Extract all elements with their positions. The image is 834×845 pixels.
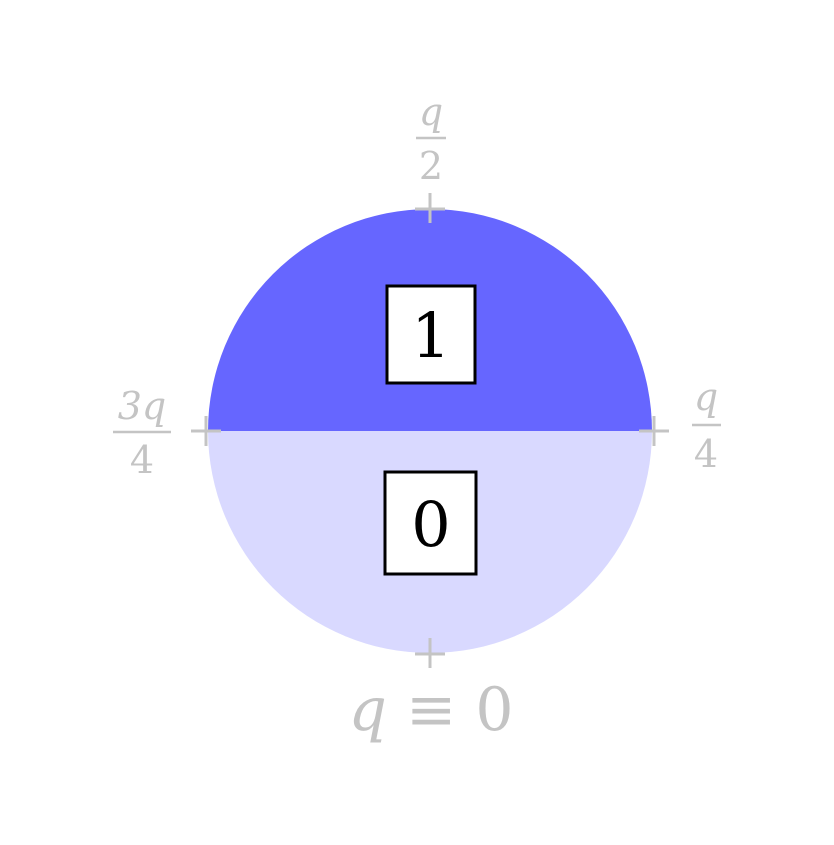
upper-label-box: 1 xyxy=(385,284,477,385)
tick-label-left: 3q 4 xyxy=(113,384,171,482)
lower-label-text: 0 xyxy=(411,488,450,561)
upper-label-box-frame xyxy=(385,284,477,385)
upper-label-text: 1 xyxy=(411,299,450,372)
tick-label-bottom-rest: ≡ 0 xyxy=(387,675,514,745)
tick-label-right-numerator: q xyxy=(694,375,718,419)
tick-label-left-denominator: 4 xyxy=(130,438,154,482)
tick-label-right-denominator: 4 xyxy=(694,432,718,476)
tick-label-top-numerator: q xyxy=(419,90,443,134)
lower-label-box-frame xyxy=(383,470,478,576)
tick-label-top-denominator: 2 xyxy=(419,144,443,188)
tick-marks xyxy=(191,193,669,668)
tick-label-bottom: q ≡ 0 xyxy=(348,675,513,745)
tick-label-left-numerator: 3q xyxy=(118,384,167,428)
lower-label-box: 0 xyxy=(383,470,478,576)
tick-label-right: q 4 xyxy=(692,375,721,476)
tick-label-bottom-var: q xyxy=(348,675,386,745)
tick-label-top: q 2 xyxy=(416,90,446,188)
